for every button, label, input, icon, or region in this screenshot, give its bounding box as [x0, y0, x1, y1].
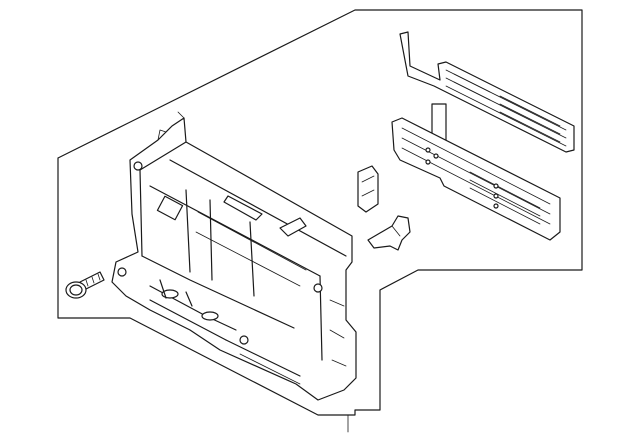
radiator-support-panel [111, 111, 357, 401]
air-deflector-lower [391, 117, 561, 241]
side-seal [357, 165, 379, 213]
air-deflector-upper [399, 31, 575, 153]
bracket-clip [367, 215, 411, 251]
assembly-boundary-outline [57, 9, 583, 416]
flange-bolt [65, 271, 105, 299]
